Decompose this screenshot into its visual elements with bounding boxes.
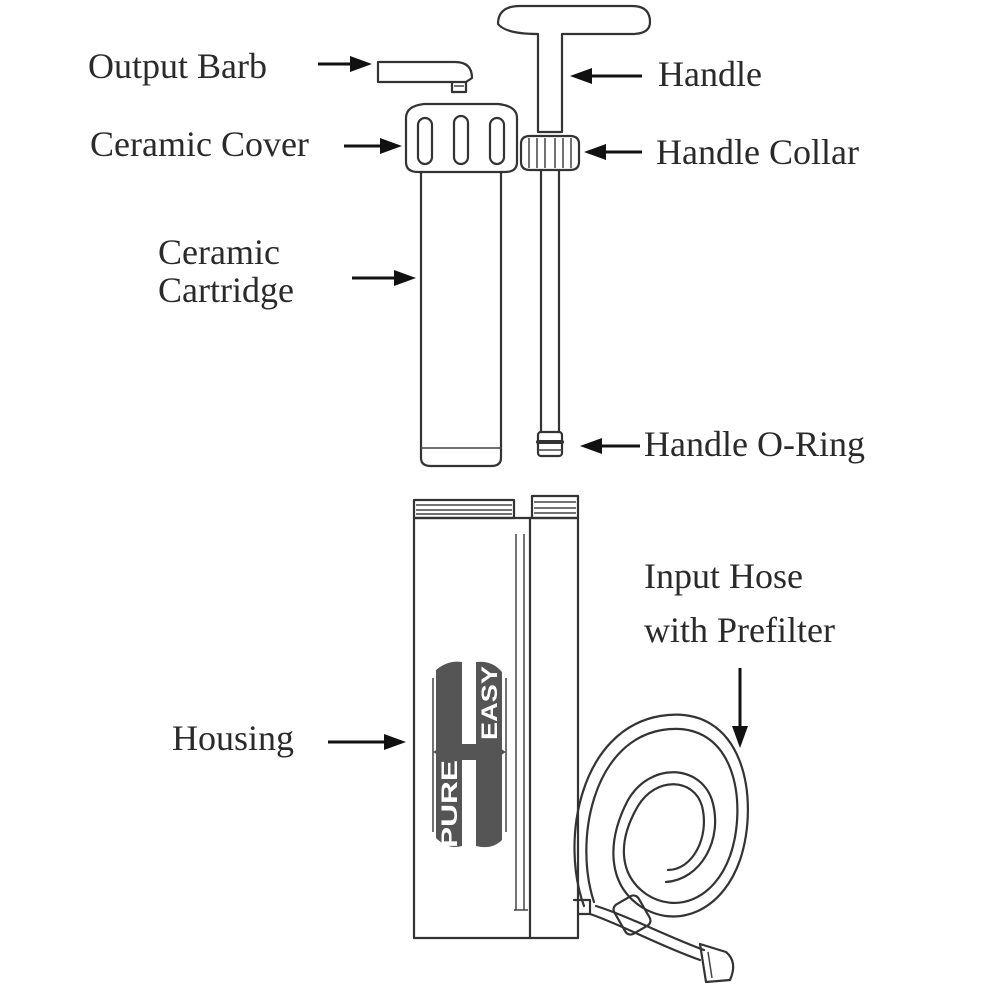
pure-easy-logo: PURE EASY <box>432 661 507 848</box>
label-ceramic-cartridge-line2: Cartridge <box>158 270 294 310</box>
logo-easy-text: EASY <box>477 666 502 740</box>
label-output-barb: Output Barb <box>88 46 267 86</box>
label-input-hose-line1: Input Hose <box>644 556 803 596</box>
label-input-hose-line2: with Prefilter <box>644 610 835 650</box>
leader-arrows <box>318 56 748 750</box>
label-ceramic-cartridge-line1: Ceramic <box>158 232 280 272</box>
label-ceramic-cover: Ceramic Cover <box>90 124 309 164</box>
ceramic-cartridge-part <box>419 170 503 468</box>
handle-collar-part <box>519 134 581 172</box>
input-hose-part <box>573 713 749 984</box>
label-handle-collar: Handle Collar <box>656 132 859 172</box>
output-barb-part <box>376 60 474 94</box>
housing-part: PURE EASY <box>412 494 592 940</box>
label-handle: Handle <box>658 54 762 94</box>
label-housing: Housing <box>172 718 295 758</box>
label-handle-oring: Handle O-Ring <box>644 424 865 464</box>
ceramic-cover-part <box>404 102 519 174</box>
logo-pure-text: PURE <box>437 760 462 848</box>
handle-part <box>496 4 652 434</box>
handle-oring-part <box>536 430 564 458</box>
